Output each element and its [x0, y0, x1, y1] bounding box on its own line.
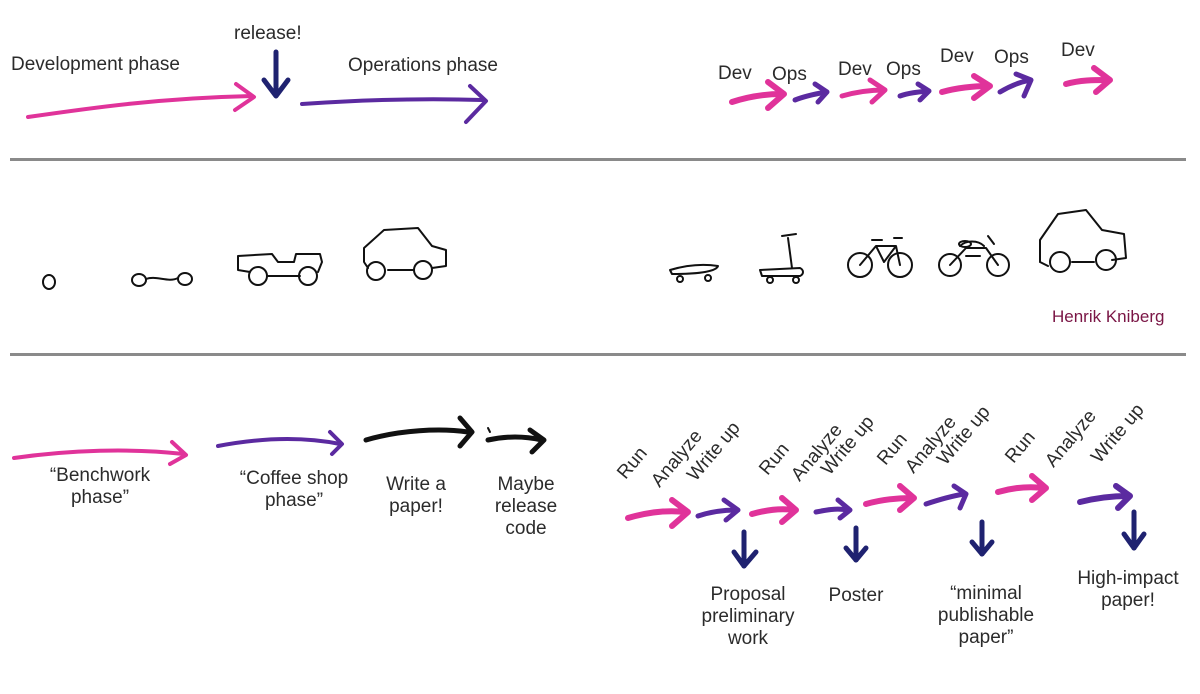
- output-label-line: paper”: [958, 626, 1014, 648]
- release-down-arrow: [261, 49, 291, 99]
- cycle-label-dev: Dev: [940, 46, 974, 67]
- cycle-label-dev: Dev: [838, 59, 872, 80]
- write-paper-label: Write a paper!: [374, 474, 458, 518]
- ops-arrow: [792, 81, 830, 105]
- output-label-line: paper!: [1101, 589, 1155, 611]
- write-paper-label-line: Write a: [386, 474, 446, 495]
- benchwork-label-line: phase”: [70, 486, 130, 508]
- operations-phase-label: Operations phase: [348, 55, 498, 76]
- dev-arrow: [1063, 65, 1113, 95]
- benchwork-label-line: “Benchwork: [49, 465, 151, 486]
- axle-icon: [131, 272, 193, 287]
- output-down-arrow: [731, 529, 759, 569]
- cycle-label-ops: Ops: [772, 64, 807, 85]
- release-label: release!: [234, 23, 302, 44]
- ops-arrow: [897, 81, 932, 103]
- development-phase-label: Development phase: [11, 54, 180, 75]
- wheel-icon: [42, 274, 56, 290]
- output-proposal-label: Proposal preliminary work: [690, 584, 806, 650]
- write-up-arrow: [1077, 483, 1133, 511]
- cycle-label-ops: Ops: [886, 59, 921, 80]
- ops-arrow: [997, 71, 1034, 99]
- write-paper-label-line: paper!: [389, 495, 443, 517]
- cycle-label-ops: Ops: [994, 47, 1029, 68]
- output-label-line: publishable: [937, 604, 1035, 626]
- output-label-line: preliminary: [701, 605, 795, 627]
- output-label-line: High-impact: [1077, 568, 1179, 589]
- maybe-release-label-line: release: [494, 495, 558, 517]
- operations-arrow: [300, 84, 488, 124]
- coffee-shop-arrow: [216, 430, 344, 456]
- cycle-label-dev: Dev: [1061, 40, 1095, 61]
- car-icon: [1039, 209, 1127, 273]
- coffee-shop-label-line: “Coffee shop: [239, 468, 349, 489]
- benchwork-arrow: [12, 440, 188, 466]
- output-minimal-paper-label: “minimal publishable paper”: [926, 583, 1046, 649]
- skateboard-icon: [669, 263, 719, 283]
- output-label-line: Proposal: [710, 584, 786, 605]
- output-label-line: work: [727, 627, 769, 649]
- run-arrow: [749, 495, 799, 525]
- run-arrow: [863, 483, 917, 513]
- write-up-arrow: [695, 497, 741, 523]
- cycle-label-dev: Dev: [718, 63, 752, 84]
- research-cycle-arrows: [625, 473, 1133, 529]
- coffee-shop-label: “Coffee shop phase”: [226, 468, 362, 512]
- credit-label: Henrik Kniberg: [1052, 307, 1165, 326]
- run-arrow: [995, 473, 1049, 503]
- run-arrow: [625, 497, 691, 529]
- maybe-release-label-line: code: [505, 517, 547, 539]
- benchwork-label: “Benchwork phase”: [38, 465, 162, 509]
- maybe-release-label-line: Maybe: [497, 474, 555, 495]
- write-up-arrow: [813, 497, 853, 521]
- output-poster-label: Poster: [820, 585, 892, 607]
- maybe-release-arrow: [485, 427, 547, 455]
- motorcycle-icon: [938, 235, 1010, 277]
- dev-arrow: [839, 77, 888, 105]
- bicycle-icon: [847, 237, 913, 278]
- chassis-icon: [237, 253, 323, 286]
- scooter-icon: [759, 233, 804, 284]
- output-high-impact-label: High-impact paper!: [1066, 568, 1190, 612]
- car-icon: [363, 227, 447, 281]
- maybe-release-label: Maybe release code: [490, 474, 562, 540]
- output-down-arrow: [843, 525, 869, 563]
- dev-arrow: [729, 79, 787, 111]
- write-paper-arrow: [363, 415, 475, 449]
- output-label-line: “minimal: [950, 583, 1022, 604]
- dev-ops-cycle-arrows: [729, 65, 1113, 111]
- development-arrow: [26, 82, 256, 119]
- output-down-arrow: [1121, 509, 1147, 551]
- output-down-arrow: [969, 519, 995, 557]
- dev-arrow: [939, 73, 993, 101]
- section-divider: [10, 353, 1186, 356]
- section-divider: [10, 158, 1186, 161]
- write-up-arrow: [923, 483, 969, 511]
- output-label-line: Poster: [828, 585, 884, 606]
- coffee-shop-label-line: phase”: [264, 489, 324, 511]
